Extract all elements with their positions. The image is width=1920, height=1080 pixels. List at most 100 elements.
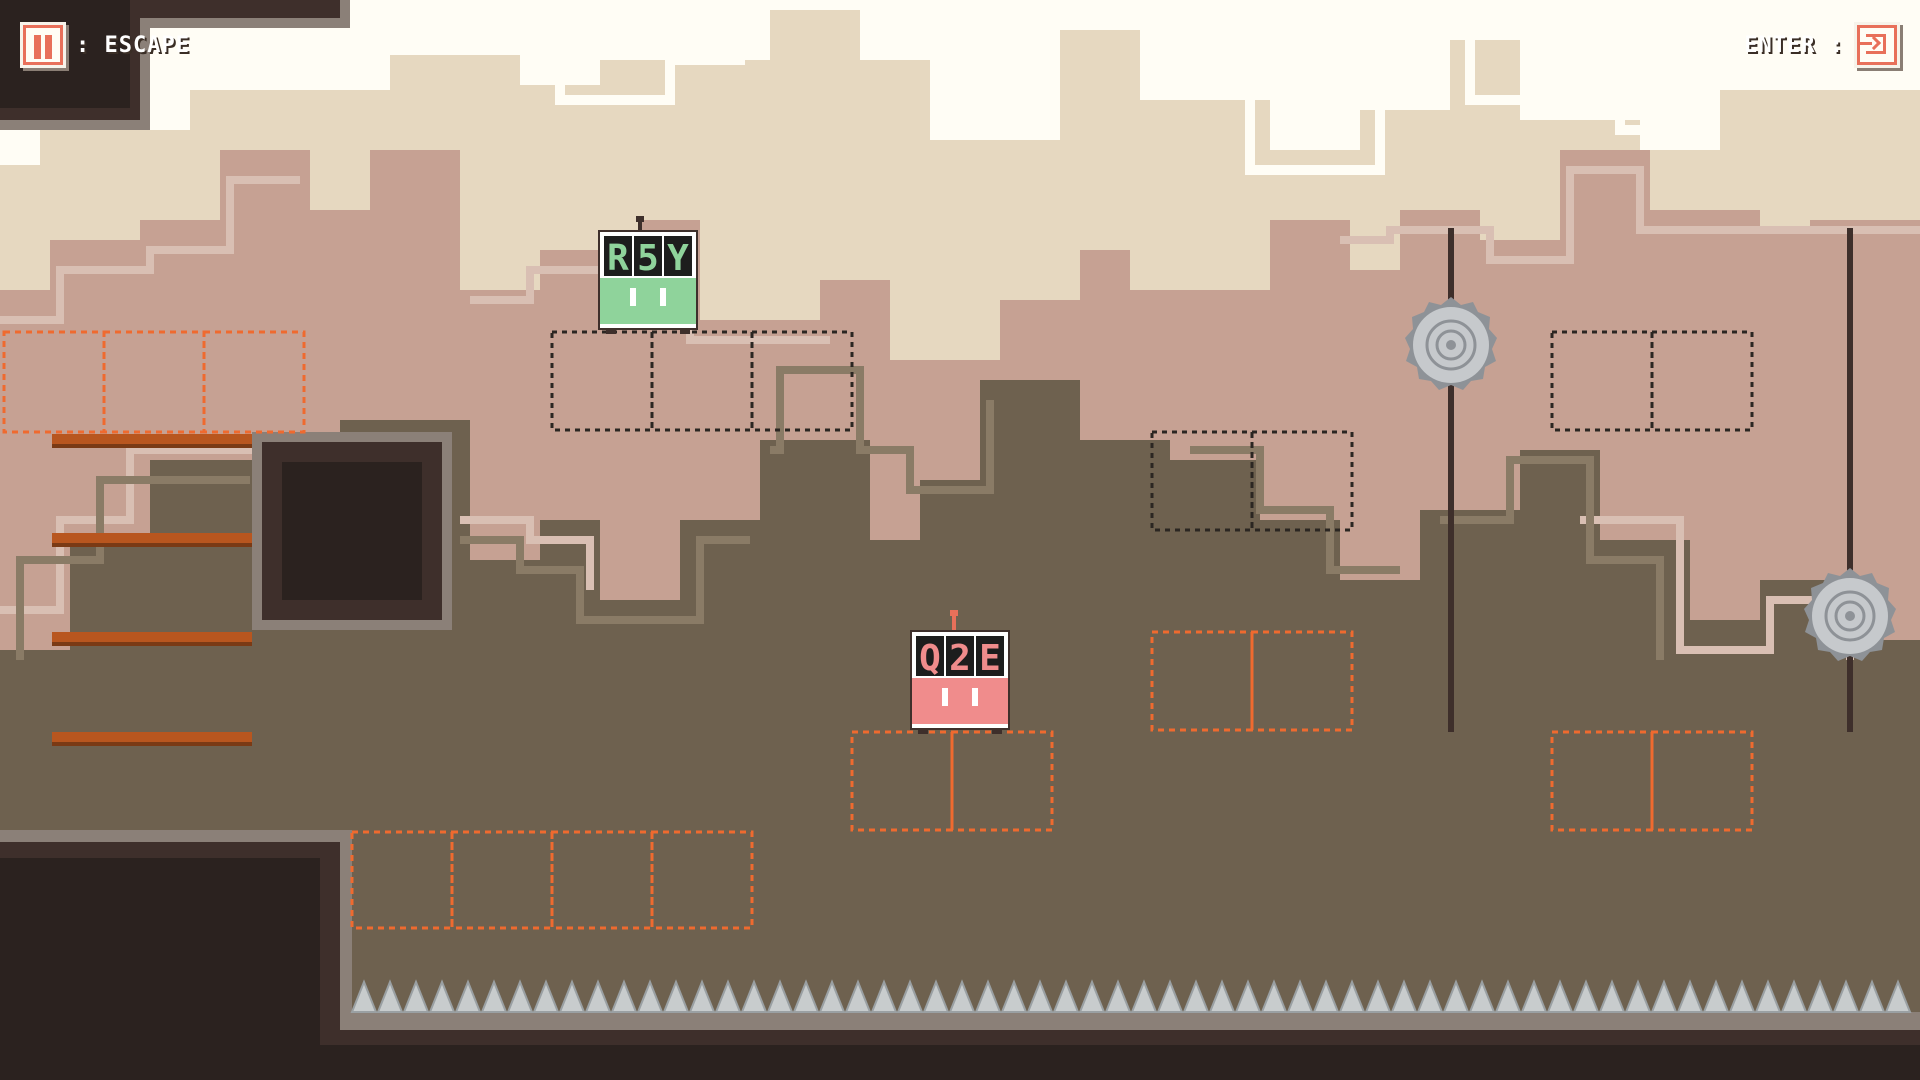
spike: [1806, 979, 1834, 1013]
spike: [1494, 979, 1522, 1013]
spike: [1884, 979, 1912, 1013]
dark-switch-block: [750, 330, 854, 432]
hud-pause: : ESCAPE: [20, 22, 190, 68]
saw-rail: [1847, 228, 1853, 732]
dark-switch-block: [1650, 330, 1754, 432]
enter-icon: [1860, 34, 1886, 54]
spike: [1286, 979, 1314, 1013]
spike: [740, 979, 768, 1013]
spike: [1156, 979, 1184, 1013]
player-robot-pink[interactable]: Q 2 E: [910, 610, 1010, 734]
spike: [350, 979, 378, 1013]
spike: [506, 979, 534, 1013]
spike: [1676, 979, 1704, 1013]
enter-button[interactable]: [1854, 22, 1900, 68]
orange-switch-block: [1250, 630, 1354, 732]
spike: [1572, 979, 1600, 1013]
spike: [1026, 979, 1054, 1013]
spike: [1234, 979, 1262, 1013]
orange-switch-block: [2, 330, 106, 434]
spike: [636, 979, 664, 1013]
inactive-switch-blocks: [550, 330, 1754, 532]
spike-row: [350, 979, 1920, 1022]
pause-button[interactable]: [20, 22, 66, 68]
spike: [1702, 979, 1730, 1013]
spike: [1104, 979, 1132, 1013]
hud-enter: ENTER :: [1744, 22, 1900, 68]
orange-switch-block: [102, 330, 206, 434]
spike: [1858, 979, 1886, 1013]
spike: [688, 979, 716, 1013]
spike: [610, 979, 638, 1013]
spike: [662, 979, 690, 1013]
code-char: R: [607, 238, 629, 279]
spike: [1130, 979, 1158, 1013]
spike: [1260, 979, 1288, 1013]
spike: [1312, 979, 1340, 1013]
spike: [1780, 979, 1808, 1013]
code-char: E: [979, 638, 1001, 679]
dark-switch-block: [1150, 430, 1254, 532]
spike: [480, 979, 508, 1013]
spike: [1000, 979, 1028, 1013]
spike: [1338, 979, 1366, 1013]
spike: [792, 979, 820, 1013]
terrain-bottom-left: [0, 830, 1920, 1080]
spike: [1598, 979, 1626, 1013]
spike: [1728, 979, 1756, 1013]
spike: [1546, 979, 1574, 1013]
spike: [766, 979, 794, 1013]
spike: [714, 979, 742, 1013]
spike: [428, 979, 456, 1013]
wall-ledges: [52, 434, 252, 746]
player-robot-green[interactable]: R 5 Y: [598, 216, 698, 334]
spike: [584, 979, 612, 1013]
code-char: Y: [667, 238, 689, 279]
spike: [1208, 979, 1236, 1013]
spike: [1364, 979, 1392, 1013]
enter-key-label: ENTER :: [1744, 32, 1844, 58]
ledge: [52, 434, 252, 448]
dark-switch-block: [1550, 330, 1654, 432]
spike: [402, 979, 430, 1013]
code-char: Q: [919, 638, 941, 679]
spike: [532, 979, 560, 1013]
spike: [1078, 979, 1106, 1013]
ledge: [52, 632, 252, 646]
spike: [1624, 979, 1652, 1013]
spike: [818, 979, 846, 1013]
orange-switch-block: [202, 330, 306, 434]
spike: [1832, 979, 1860, 1013]
spike: [948, 979, 976, 1013]
active-switch-blocks: [2, 330, 1754, 930]
code-char: 5: [637, 238, 659, 279]
spike: [454, 979, 482, 1013]
spike: [922, 979, 950, 1013]
dark-switch-block: [1250, 430, 1354, 532]
spike: [896, 979, 924, 1013]
spike: [1468, 979, 1496, 1013]
pause-key-label: : ESCAPE: [76, 32, 190, 58]
spike: [1754, 979, 1782, 1013]
spike: [1442, 979, 1470, 1013]
spike: [1650, 979, 1678, 1013]
orange-switch-block: [650, 830, 754, 930]
saw-blade-icon: [1804, 568, 1896, 661]
code-char: 2: [949, 638, 971, 679]
orange-switch-block: [1650, 730, 1754, 832]
spike: [870, 979, 898, 1013]
spike: [1390, 979, 1418, 1013]
spike: [844, 979, 872, 1013]
saw-rail: [1448, 228, 1454, 732]
saw-blade-icon: [1405, 297, 1497, 390]
spike: [1520, 979, 1548, 1013]
spike: [376, 979, 404, 1013]
dark-switch-block: [550, 330, 654, 432]
spike: [1052, 979, 1080, 1013]
spike: [1416, 979, 1444, 1013]
ledge: [52, 732, 252, 746]
spike: [974, 979, 1002, 1013]
dark-switch-block: [650, 330, 754, 432]
spike: [558, 979, 586, 1013]
